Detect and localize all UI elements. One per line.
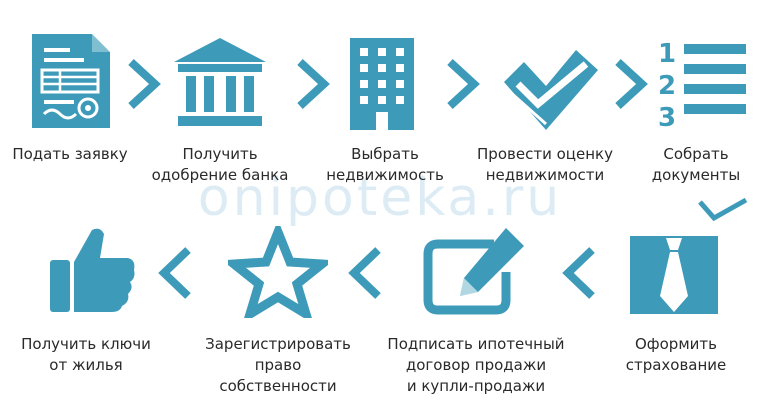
arrow-right-icon [615, 59, 648, 109]
svg-text:3: 3 [658, 103, 676, 130]
arrow-down-icon [698, 197, 748, 222]
svg-text:1: 1 [658, 40, 676, 69]
office-building-icon [350, 38, 414, 130]
numbered-list-icon: 1 2 3 [658, 40, 746, 130]
shirt-tie-icon [630, 236, 718, 314]
bank-building-icon [174, 38, 266, 126]
step-7-label: Подписать ипотечный договор продажи и ку… [387, 335, 565, 395]
step-5-label: Собрать документы [651, 145, 741, 184]
double-check-icon [504, 50, 598, 130]
arrow-left-icon [158, 247, 191, 299]
arrow-right-icon [447, 59, 480, 109]
svg-text:2: 2 [658, 71, 676, 101]
star-icon [228, 226, 328, 318]
step-2-label: Получить одобрение банка [151, 145, 289, 184]
arrow-left-icon [562, 247, 595, 299]
arrow-right-icon [128, 59, 161, 109]
arrow-left-icon [348, 247, 381, 299]
document-form-icon [32, 34, 110, 128]
step-3-label: Выбрать недвижимость [326, 145, 444, 184]
step-4-label: Провести оценку недвижимости [477, 145, 613, 184]
thumbs-up-icon [50, 228, 135, 312]
watermark: onipoteka.ru [197, 168, 563, 228]
step-6-label: Оформить страхование [625, 335, 727, 374]
step-1-label: Подать заявку [12, 145, 128, 163]
step-8-label: Зарегистрировать право собственности [205, 335, 351, 395]
arrow-right-icon [297, 59, 330, 109]
step-9-label: Получить ключи от жилья [21, 335, 151, 374]
edit-pencil-icon [423, 228, 524, 315]
